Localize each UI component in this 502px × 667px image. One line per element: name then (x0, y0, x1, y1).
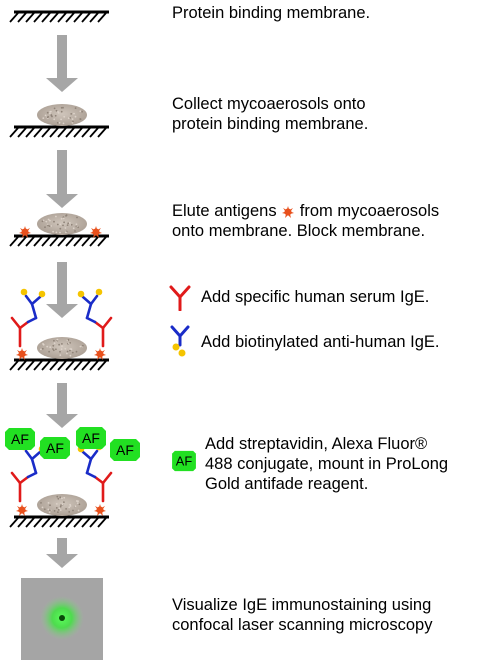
down-arrow-icon-4 (46, 383, 78, 428)
mycoaerosol-spore-4 (37, 494, 87, 516)
af-label: AF (176, 454, 193, 469)
af-label: AF (82, 430, 100, 446)
membrane-4 (9, 358, 109, 371)
mycoaerosol-spore-2 (37, 213, 87, 235)
antibody-complex-1 (10, 288, 46, 348)
down-arrow-icon-2 (46, 150, 78, 208)
down-arrow-icon-3 (46, 262, 78, 318)
step-5-text: Add biotinylated anti-human IgE. (201, 333, 440, 351)
antigen-star-4 (94, 348, 106, 360)
antigen-star-1 (19, 226, 31, 238)
step-1-text: Protein binding membrane. (172, 4, 371, 22)
membrane-1 (9, 10, 109, 23)
blue-antibody-icon (170, 325, 190, 357)
membrane-5 (9, 515, 109, 528)
red-antibody-icon (169, 285, 191, 311)
antigen-star-3 (16, 348, 28, 360)
membrane-2 (9, 125, 109, 138)
step-3-text: Elute antigens from mycoaerosols onto me… (172, 202, 440, 240)
step-4-text: Add specific human serum IgE. (201, 288, 430, 306)
alexa-fluor-box-1: AF (5, 428, 35, 450)
mycoaerosol-spore-3 (37, 337, 87, 359)
workflow-diagram: AF AF AF AF (5, 10, 140, 660)
af-label: AF (116, 442, 134, 458)
down-arrow-icon-1 (46, 35, 78, 92)
antibody-complex-4 (77, 443, 113, 503)
step-7-text: Visualize IgE immunostaining using confo… (172, 596, 433, 634)
alexa-fluor-box-3: AF (76, 427, 106, 449)
antigen-star-icon (282, 205, 295, 218)
antigen-star-6 (94, 504, 106, 516)
af-label: AF (46, 440, 64, 456)
alexa-fluor-icon: AF (172, 450, 196, 472)
antigen-star-5 (16, 504, 28, 516)
membrane-3 (9, 234, 109, 247)
antibody-complex-2 (77, 288, 113, 348)
antigen-star-2 (90, 226, 102, 238)
alexa-fluor-box-4: AF (110, 439, 140, 461)
af-label: AF (11, 431, 29, 447)
down-arrow-icon-5 (46, 538, 78, 568)
alexa-fluor-box-2: AF (40, 437, 70, 459)
micrograph-image (21, 578, 103, 660)
mycoaerosol-spore-1 (37, 104, 87, 126)
step-6-text: Add streptavidin, Alexa Fluor® 488 conju… (205, 435, 449, 493)
step-2-text: Collect mycoaerosols onto protein bindin… (172, 95, 369, 133)
